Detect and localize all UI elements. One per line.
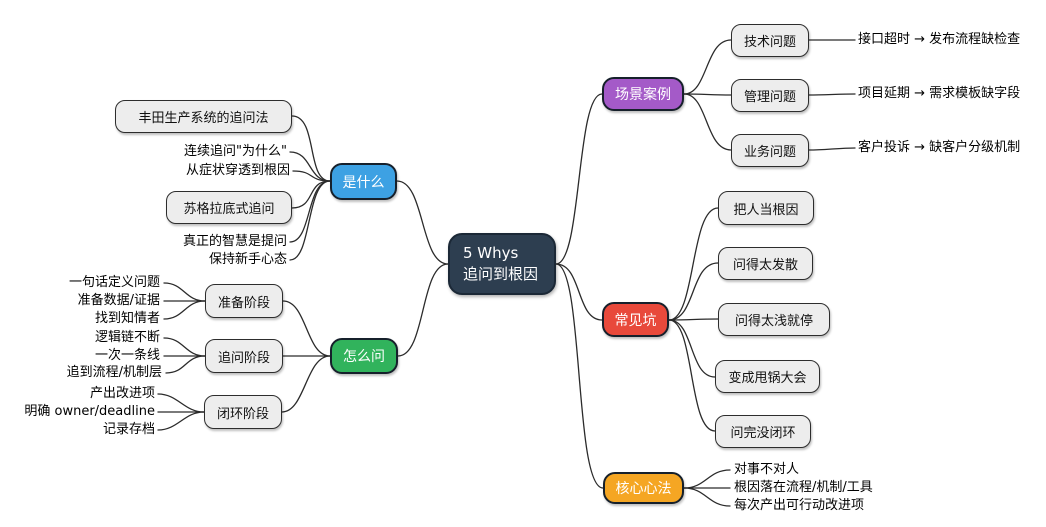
branch-node-cases[interactable]: 场景案例 [602,77,684,111]
root-title: 5 Whys [463,244,519,262]
leaf-facts-not-people[interactable]: 对事不对人 [734,462,800,477]
child-node-blame-person[interactable]: 把人当根因 [718,191,814,225]
leaf-project-delay-case[interactable]: 项目延期 → 需求模板缺字段 [858,86,1021,101]
leaf-actionable-improvement[interactable]: 每次产出可行动改进项 [734,498,865,513]
child-node-socratic[interactable]: 苏格拉底式追问 [166,191,292,224]
leaf-symptom-to-root[interactable]: 从症状穿透到根因 [185,163,290,178]
leaf-continuous-asking[interactable]: 连续追问"为什么" [184,144,287,159]
leaf-logic-chain[interactable]: 逻辑链不断 [94,330,160,345]
child-node-biz-problem[interactable]: 业务问题 [731,134,809,167]
leaf-api-timeout-case[interactable]: 接口超时 → 发布流程缺检查 [858,32,1021,47]
root-subtitle: 追问到根因 [463,265,539,283]
child-node-stop-too-shallow[interactable]: 问得太浅就停 [718,303,830,336]
leaf-define-problem[interactable]: 一句话定义问题 [68,275,160,290]
leaf-wisdom-is-asking[interactable]: 真正的智慧是提问 [182,234,287,249]
child-node-blame-meeting[interactable]: 变成甩锅大会 [715,360,820,393]
leaf-find-insiders[interactable]: 找到知情者 [94,311,160,326]
leaf-owner-deadline[interactable]: 明确 owner/deadline [24,404,155,419]
branch-node-pitfalls[interactable]: 常见坑 [602,302,669,337]
leaf-customer-complaint-case[interactable]: 客户投诉 → 缺客户分级机制 [858,140,1021,155]
leaf-output-improvements[interactable]: 产出改进项 [89,386,155,401]
leaf-prepare-data[interactable]: 准备数据/证据 [77,293,160,308]
branch-node-what[interactable]: 是什么 [330,163,397,200]
child-node-too-divergent[interactable]: 问得太发散 [718,247,813,280]
child-node-closing-stage[interactable]: 闭环阶段 [204,395,282,429]
leaf-rootcause-in-process[interactable]: 根因落在流程/机制/工具 [734,480,873,495]
leaf-keep-records[interactable]: 记录存档 [102,422,155,437]
child-node-mgmt-problem[interactable]: 管理问题 [731,79,809,112]
branch-node-principles[interactable]: 核心心法 [603,472,684,504]
branch-node-how[interactable]: 怎么问 [330,338,398,374]
child-node-prepare-stage[interactable]: 准备阶段 [205,284,283,318]
root-node[interactable]: 5 Whys 追问到根因 [448,233,556,295]
leaf-one-line-at-a-time[interactable]: 一次一条线 [94,348,160,363]
child-node-asking-stage[interactable]: 追问阶段 [205,339,283,373]
child-node-tech-problem[interactable]: 技术问题 [731,24,809,57]
child-node-toyota-method[interactable]: 丰田生产系统的追问法 [115,100,292,133]
leaf-beginner-mind[interactable]: 保持新手心态 [208,252,287,267]
child-node-no-closure[interactable]: 问完没闭环 [715,415,811,448]
leaf-to-process-level[interactable]: 追到流程/机制层 [66,365,162,380]
